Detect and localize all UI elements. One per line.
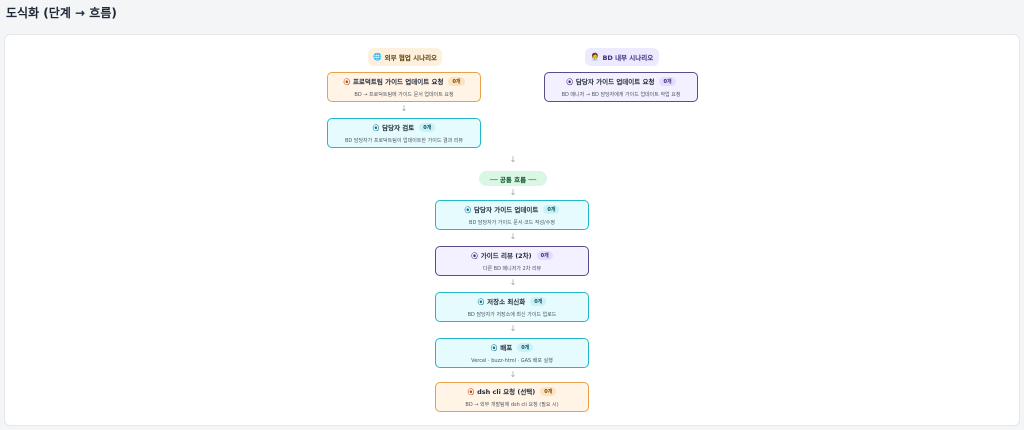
flow-arrow: ↓ [509,278,517,287]
flow-diagram-panel: 🌐 외부 협업 시나리오 🧑‍💼 BD 내부 시나리오 ⦿ 프로덕트팀 가이드 … [4,34,1020,426]
count-badge: 0개 [448,76,465,86]
flow-arrow: ↓ [509,155,517,164]
count-badge: 0개 [536,250,553,260]
globe-icon: 🌐 [372,53,382,61]
target-icon: ⦿ [490,344,498,352]
node-second-review[interactable]: ⦿ 가이드 리뷰 (2차) 0개 다른 BD 매니저가 2차 리뷰 [435,246,589,276]
flow-arrow: ↓ [509,188,517,197]
count-badge: 0개 [659,76,676,86]
node-description: BD 매니저 → BD 담당자에게 가이드 업데이트 작업 요청 [561,92,681,98]
flow-arrow: ↓ [509,232,517,241]
node-title: dsh cli 요청 (선택) [477,388,536,396]
node-reviewer-check[interactable]: ⦿ 담당자 검토 0개 BD 담당자가 프로덕트팀이 업데이트한 가이드 결과 … [327,118,481,148]
external-scenario-label: 🌐 외부 협업 시나리오 [368,48,442,66]
node-deploy[interactable]: ⦿ 배포 0개 Vercel · buzz-html · GAS 배포 실행 [435,338,589,368]
target-icon: ⦿ [477,298,485,306]
target-icon: ⦿ [566,78,573,86]
count-badge: 0개 [517,342,534,352]
target-icon: ⦿ [343,78,350,86]
flow-arrow: ↓ [509,370,517,379]
target-icon: ⦿ [464,206,472,214]
internal-scenario-text: BD 내부 시나리오 [602,54,654,62]
count-badge: 0개 [530,296,547,306]
node-description: 다른 BD 매니저가 2차 리뷰 [482,266,542,272]
node-title: 저장소 최신화 [487,298,526,306]
count-badge: 0개 [419,122,436,132]
node-description: BD 담당자가 프로덕트팀이 업데이트한 가이드 결과 리뷰 [344,138,464,144]
node-repo-update[interactable]: ⦿ 저장소 최신화 0개 BD 담당자가 저장소에 최신 가이드 업로드 [435,292,589,322]
node-title: 프로덕트팀 가이드 업데이트 요청 [352,78,444,86]
count-badge: 0개 [540,386,557,396]
node-title: 담당자 검토 [382,124,415,132]
person-icon: 🧑‍💼 [590,53,600,61]
target-icon: ⦿ [471,252,478,260]
flow-arrow: ↓ [509,324,517,333]
node-description: BD → 프로덕트팀에 가이드 문서 업데이트 요청 [354,92,454,98]
node-product-team-request[interactable]: ⦿ 프로덕트팀 가이드 업데이트 요청 0개 BD → 프로덕트팀에 가이드 문… [327,72,481,102]
node-title: 담당자 가이드 업데이트 요청 [575,78,655,86]
node-description: BD 담당자가 저장소에 최신 가이드 업로드 [467,312,557,318]
node-dsh-cli-request[interactable]: ⦿ dsh cli 요청 (선택) 0개 BD → 외부 개발팀에 dsh cl… [435,382,589,412]
page-title: 도식화 (단계 → 흐름) [6,6,117,20]
count-badge: 0개 [543,204,560,214]
target-icon: ⦿ [467,388,475,396]
node-title: 담당자 가이드 업데이트 [474,206,539,214]
node-description: Vercel · buzz-html · GAS 배포 실행 [471,358,553,364]
node-title: 배포 [500,344,513,352]
node-description: BD → 외부 개발팀에 dsh cli 요청 (필요 시) [465,402,559,408]
node-description: BD 담당자가 가이드 문서·코드 작성/수정 [469,220,555,226]
node-title: 가이드 리뷰 (2차) [480,252,532,260]
node-guide-update[interactable]: ⦿ 담당자 가이드 업데이트 0개 BD 담당자가 가이드 문서·코드 작성/수… [435,200,589,230]
flow-arrow: ↓ [400,104,408,113]
internal-scenario-label: 🧑‍💼 BD 내부 시나리오 [585,48,659,66]
external-scenario-text: 외부 협업 시나리오 [384,54,438,62]
node-manager-update-request[interactable]: ⦿ 담당자 가이드 업데이트 요청 0개 BD 매니저 → BD 담당자에게 가… [544,72,698,102]
target-icon: ⦿ [372,124,380,132]
common-flow-label: ── 공통 흐름 ── [479,171,547,186]
